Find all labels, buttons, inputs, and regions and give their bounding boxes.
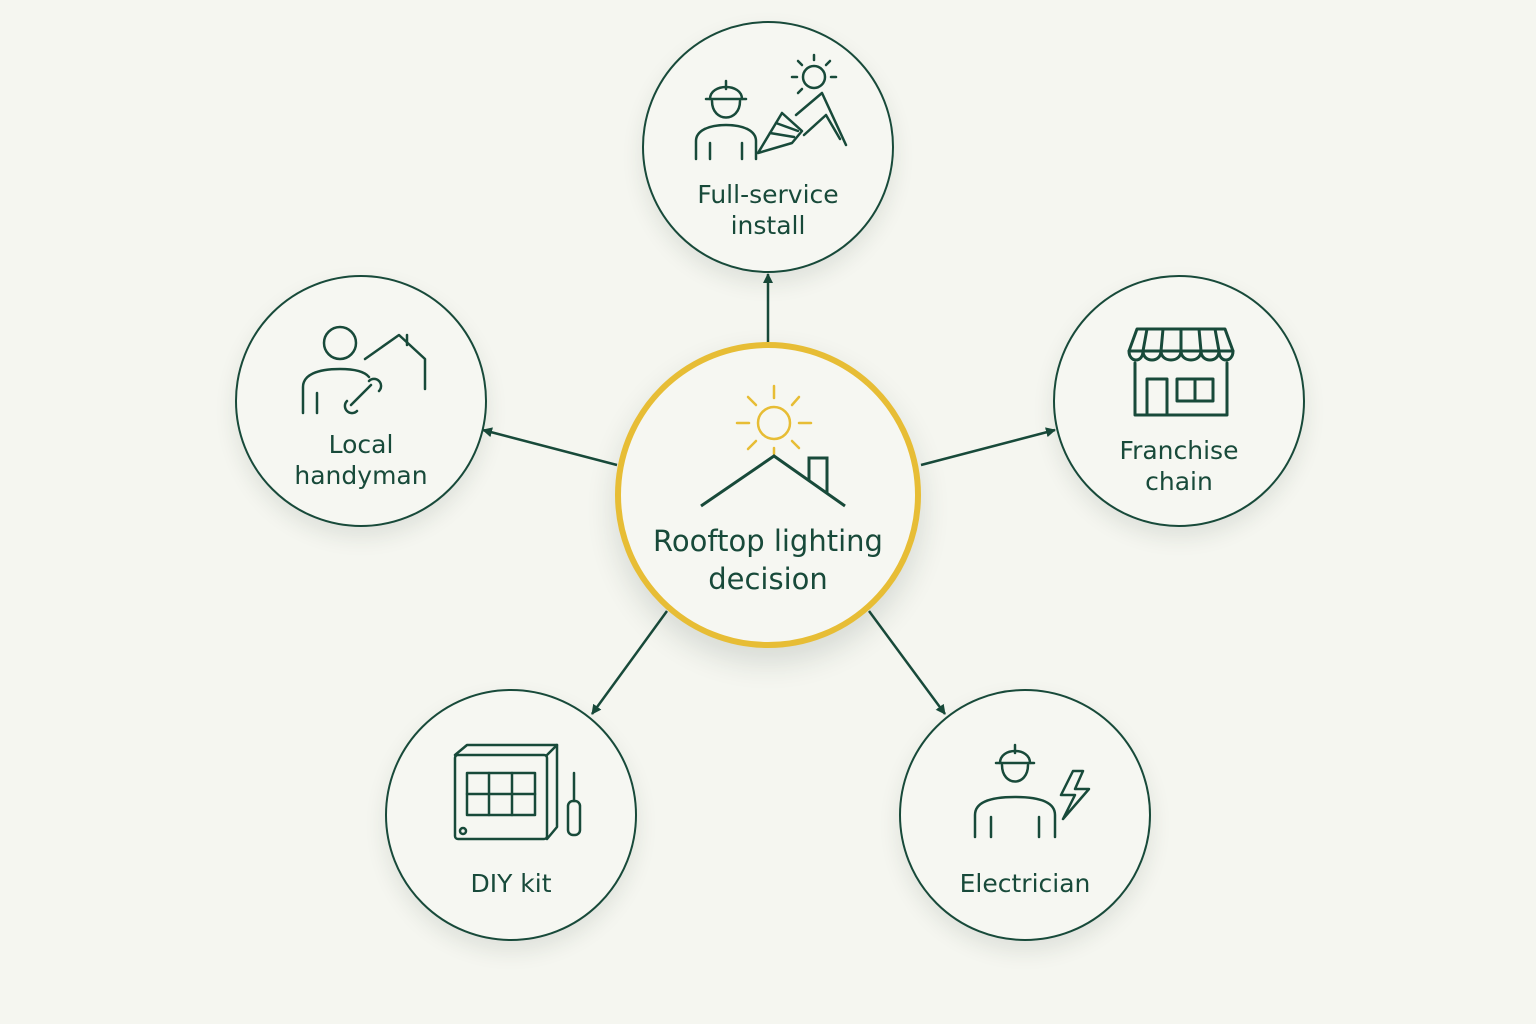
installer-solar-roof-icon [694, 53, 848, 161]
option-label: Franchise chain [1119, 436, 1239, 496]
option-label: Local handyman [294, 430, 428, 490]
kit-box-screwdriver-icon [453, 743, 582, 841]
option-franchise-chain[interactable]: Franchise chain [1053, 275, 1305, 527]
option-label: Electrician [959, 869, 1091, 898]
arrow-to-local-handyman [482, 427, 618, 467]
arrow-to-electrician [867, 610, 947, 715]
option-diy-kit[interactable]: DIY kit [385, 689, 637, 941]
electrician-bolt-icon [973, 743, 1091, 839]
option-full-service-install[interactable]: Full-service install [642, 21, 894, 273]
center-label: Rooftop lighting decision [653, 524, 883, 596]
arrow-to-franchise-chain [920, 427, 1056, 467]
sun-over-roof-icon [700, 384, 846, 508]
arrow-to-diy-kit [590, 610, 669, 715]
handyman-house-icon [301, 325, 427, 415]
option-label: Full-service install [697, 180, 839, 240]
option-local-handyman[interactable]: Local handyman [235, 275, 487, 527]
option-label: DIY kit [470, 869, 552, 898]
storefront-icon [1127, 327, 1235, 417]
center-node: Rooftop lighting decision [615, 342, 921, 648]
option-electrician[interactable]: Electrician [899, 689, 1151, 941]
